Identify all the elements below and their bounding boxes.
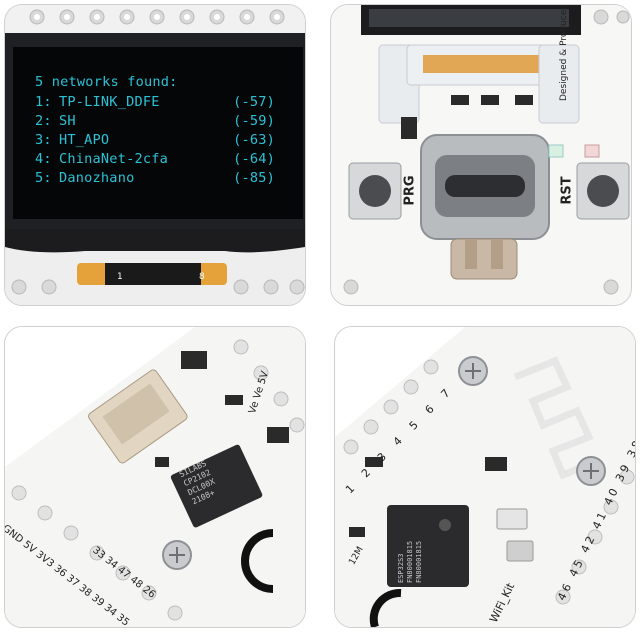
network-row: 2: SH (-59) — [35, 112, 275, 132]
network-ssid: TP-LINK_DDFE — [59, 94, 160, 110]
network-rssi: (-57) — [233, 94, 275, 110]
network-rssi: (-85) — [233, 170, 275, 186]
network-rssi: (-63) — [233, 132, 275, 148]
network-rssi: (-64) — [233, 151, 275, 167]
network-ssid: ChinaNet-2cfa — [59, 151, 168, 167]
svg-text:8: 8 — [199, 272, 205, 282]
network-row: 5: Danozhano (-85) — [35, 169, 275, 189]
network-ssid: Danozhano — [59, 170, 135, 186]
chip-code: FN80001815 — [406, 540, 414, 583]
network-index: 4: — [35, 151, 52, 167]
header-pins-top — [5, 5, 305, 35]
network-index: 5: — [35, 170, 52, 186]
network-ssid: SH — [59, 113, 76, 129]
network-row: 3: HT_APO (-63) — [35, 131, 275, 151]
network-row: 4: ChinaNet-2cfa (-64) — [35, 150, 275, 170]
board-bottom-right — [335, 327, 635, 627]
credit-text: Designed & Produced — [559, 4, 569, 101]
usb-uart-panel: SILABS CP2102 DCL00X 2108+ GND 5V 3V3 36… — [4, 326, 306, 628]
board-top-closeup — [331, 5, 631, 305]
esp32-marking: ESP32S3 FN80001815 FN80001815 — [397, 541, 424, 583]
oled-screen — [13, 47, 303, 219]
network-ssid: HT_APO — [59, 132, 110, 148]
oled-flex-cable: 1 8 — [5, 229, 305, 305]
chip-code: FN80001815 — [415, 540, 423, 583]
mcu-antenna-panel: ESP32S3 FN80001815 FN80001815 1 2 3 4 5 … — [334, 326, 636, 628]
svg-text:1: 1 — [117, 272, 123, 282]
network-index: 3: — [35, 132, 52, 148]
oled-title: 5 networks found: — [35, 74, 178, 90]
rst-label: RST — [559, 176, 575, 205]
oled-display-panel: 5 networks found: 1: TP-LINK_DDFE (-57) … — [4, 4, 306, 306]
chip-model: ESP32S3 — [397, 553, 405, 583]
prg-label: PRG — [402, 175, 418, 206]
network-index: 2: — [35, 113, 52, 129]
usb-buttons-panel: PRG RST Designed & Produced — [330, 4, 632, 306]
board-bottom-left — [5, 327, 305, 627]
network-row: 1: TP-LINK_DDFE (-57) — [35, 93, 275, 113]
network-rssi: (-59) — [233, 113, 275, 129]
network-index: 1: — [35, 94, 52, 110]
